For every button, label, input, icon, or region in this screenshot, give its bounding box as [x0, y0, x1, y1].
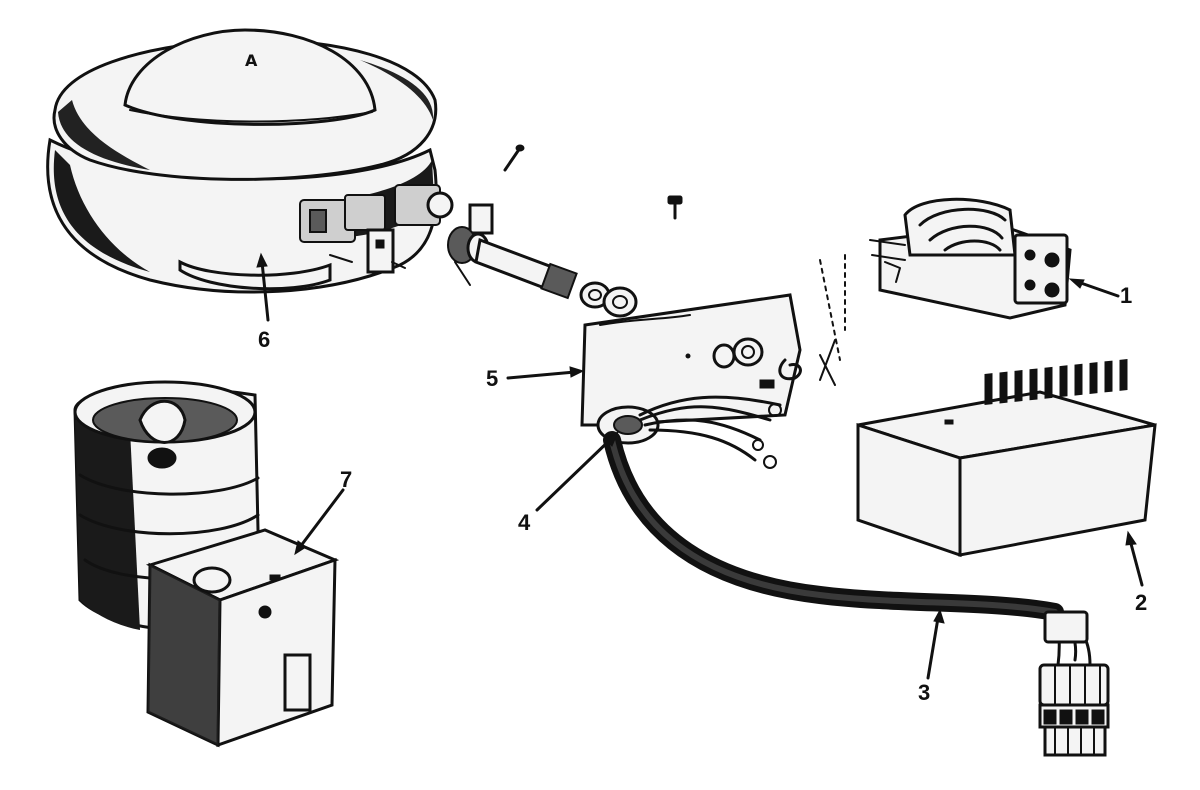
screw-icon — [667, 195, 683, 220]
cover-box — [856, 358, 1157, 558]
callout-4: 4 — [518, 510, 531, 535]
pin-icon — [503, 144, 525, 172]
vent-slots — [984, 358, 1128, 406]
wire-harness — [603, 431, 1110, 757]
callout-3: 3 — [918, 680, 930, 705]
plug-connector — [1038, 610, 1110, 757]
callout-7: 7 — [340, 467, 352, 492]
fan-motor — [73, 380, 340, 748]
dome-mark: A — [245, 51, 258, 70]
overload-tube — [447, 203, 578, 300]
callout-2: 2 — [1135, 590, 1147, 615]
callout-labels: 1 2 3 4 5 6 7 — [258, 283, 1147, 705]
compressor-dome: A — [46, 28, 454, 294]
mounting-bracket — [580, 254, 846, 427]
callout-1: 1 — [1120, 283, 1132, 308]
callout-5: 5 — [486, 366, 498, 391]
relay — [869, 197, 1072, 320]
callout-arrows — [256, 252, 1144, 680]
callout-6: 6 — [258, 327, 270, 352]
washer-icon — [579, 281, 638, 318]
